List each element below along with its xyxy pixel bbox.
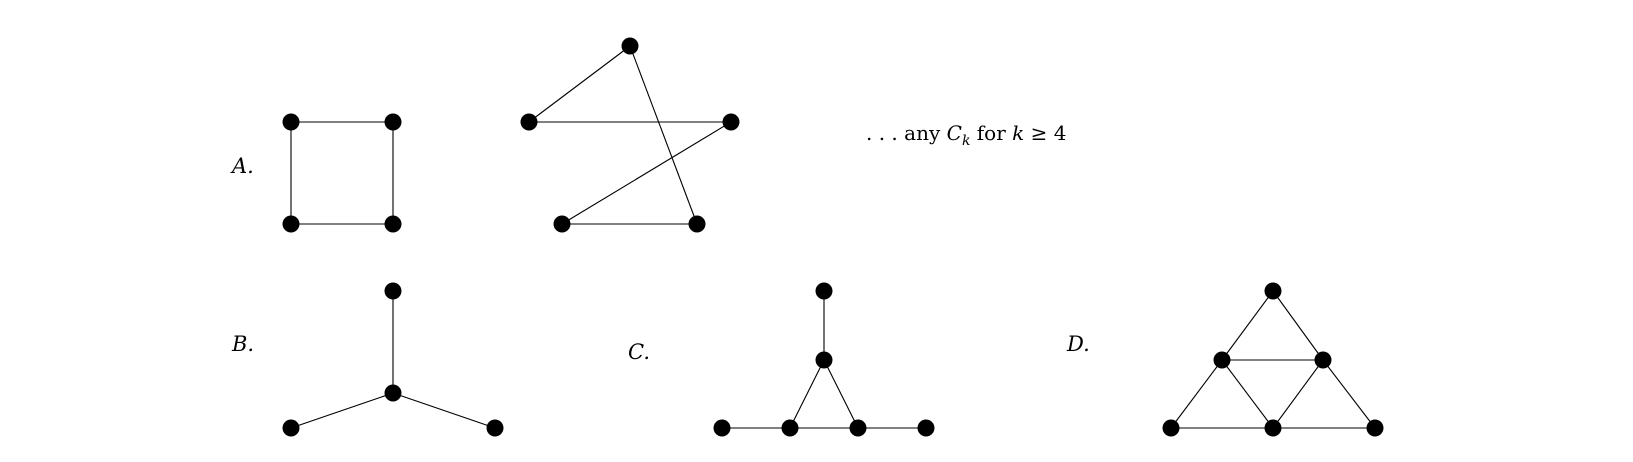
d-triangular-grid-vertex-4 bbox=[1264, 419, 1282, 437]
a-pentagon-edge-4 bbox=[629, 45, 698, 225]
d-triangular-grid-vertex-1 bbox=[1213, 351, 1231, 369]
b-claw-vertex-3 bbox=[486, 419, 504, 437]
d-triangular-grid-vertex-0 bbox=[1264, 282, 1282, 300]
a-pentagon-vertex-1 bbox=[520, 113, 538, 131]
d-triangular-grid-vertex-3 bbox=[1162, 419, 1180, 437]
c-net-vertex-2 bbox=[713, 419, 731, 437]
cycle-note: . . . any Ck for k ≥ 4 bbox=[866, 123, 1067, 148]
a-square-vertex-2 bbox=[282, 215, 300, 233]
c-net-edge-1 bbox=[789, 359, 825, 429]
label-c: C. bbox=[628, 340, 650, 364]
a-pentagon-vertex-3 bbox=[553, 215, 571, 233]
b-claw-edge-2 bbox=[392, 392, 496, 429]
note-four: 4 bbox=[1053, 121, 1067, 145]
a-square-vertex-0 bbox=[282, 113, 300, 131]
a-pentagon-vertex-0 bbox=[621, 37, 639, 55]
d-triangular-grid-edge-5 bbox=[1272, 359, 1324, 429]
d-triangular-grid-edge-0 bbox=[1221, 290, 1274, 361]
a-pentagon-edge-2 bbox=[561, 121, 732, 225]
c-net-vertex-3 bbox=[781, 419, 799, 437]
d-triangular-grid-edge-4 bbox=[1221, 359, 1274, 429]
c-net-vertex-4 bbox=[849, 419, 867, 437]
d-triangular-grid-edge-3 bbox=[1170, 359, 1223, 429]
c-net-edge-2 bbox=[823, 359, 859, 429]
label-d: D. bbox=[1067, 332, 1090, 356]
label-a: A. bbox=[232, 154, 254, 178]
b-claw-vertex-0 bbox=[384, 282, 402, 300]
nodes-layer bbox=[282, 37, 1384, 437]
b-claw-vertex-1 bbox=[384, 384, 402, 402]
c-net-vertex-0 bbox=[815, 282, 833, 300]
note-cycle-subscript: k bbox=[961, 133, 971, 149]
note-k: k bbox=[1012, 121, 1025, 145]
c-net-vertex-5 bbox=[917, 419, 935, 437]
d-triangular-grid-vertex-2 bbox=[1314, 351, 1332, 369]
b-claw-edge-1 bbox=[290, 392, 394, 429]
d-triangular-grid-edge-6 bbox=[1322, 359, 1376, 429]
c-net-vertex-1 bbox=[815, 351, 833, 369]
d-triangular-grid-edge-1 bbox=[1272, 290, 1324, 361]
note-geq: ≥ bbox=[1030, 121, 1048, 145]
a-pentagon-vertex-4 bbox=[688, 215, 706, 233]
a-pentagon-edge-0 bbox=[528, 45, 631, 123]
a-square-vertex-1 bbox=[384, 113, 402, 131]
a-square-vertex-3 bbox=[384, 215, 402, 233]
b-claw-vertex-2 bbox=[282, 419, 300, 437]
label-b: B. bbox=[232, 332, 255, 356]
note-ellipsis: . . . bbox=[866, 121, 898, 145]
d-triangular-grid-vertex-5 bbox=[1366, 419, 1384, 437]
note-for: for bbox=[976, 121, 1006, 145]
a-pentagon-vertex-2 bbox=[722, 113, 740, 131]
note-any: any bbox=[904, 121, 941, 145]
edges-layer bbox=[290, 45, 1376, 429]
note-cycle-symbol: C bbox=[946, 121, 962, 145]
